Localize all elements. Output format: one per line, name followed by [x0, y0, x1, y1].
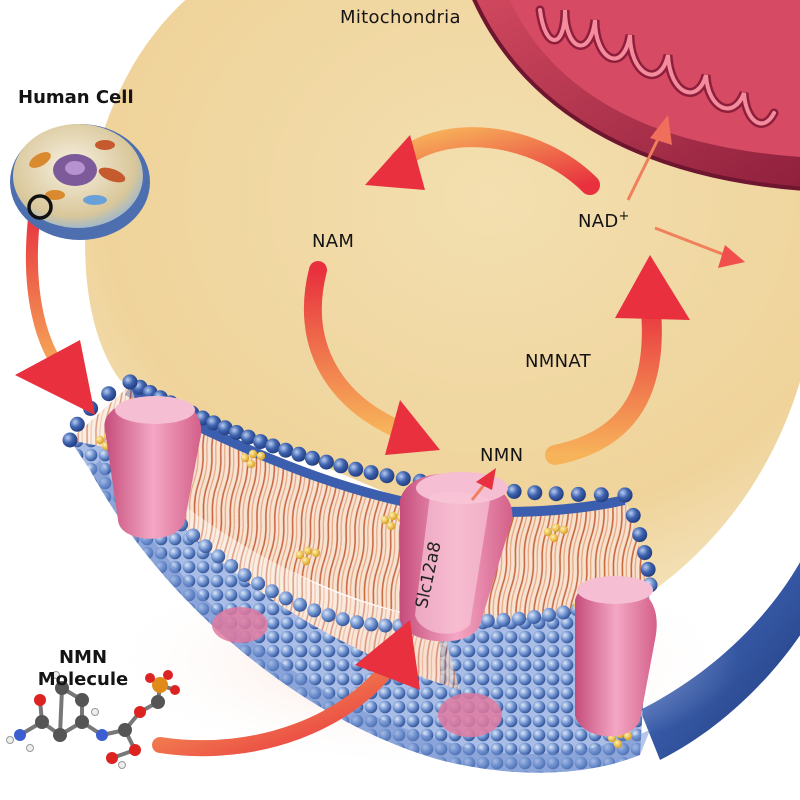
label-human-cell: Human Cell [18, 87, 134, 108]
membrane-bead [251, 576, 266, 591]
label-nad-text: NAD [578, 211, 619, 232]
membrane-bead [198, 539, 213, 554]
membrane-protein-left [104, 396, 202, 539]
label-nmnat: NMNAT [525, 351, 591, 372]
membrane-bead [363, 465, 379, 481]
membrane-bead [379, 468, 395, 484]
membrane-bead [527, 610, 542, 624]
membrane-bead [62, 432, 78, 448]
cholesterol-bead [301, 556, 311, 566]
membrane-bead [506, 483, 522, 499]
membrane-bead [542, 607, 556, 622]
membrane-bead [291, 446, 307, 462]
membrane-bead [224, 559, 239, 573]
membrane-bead [333, 458, 349, 474]
membrane-bead [217, 420, 233, 436]
membrane-bead [480, 613, 495, 628]
cholesterol-bead [549, 533, 559, 543]
membrane-bead [593, 487, 609, 503]
slc12a8-transporter [400, 472, 513, 642]
membrane-bead [548, 486, 564, 502]
cholesterol-bead [388, 511, 398, 521]
arrow-cell-to-membrane [15, 204, 95, 415]
cholesterol-bead [386, 521, 396, 531]
arrow-molecule-to-transporter [152, 620, 420, 757]
arrow-nad-to-right [654, 226, 745, 268]
membrane-bead [527, 485, 543, 501]
membrane-bead [293, 597, 307, 612]
membrane-bead [632, 527, 648, 543]
cholesterol-bead [551, 523, 561, 533]
cholesterol-bead [380, 515, 390, 525]
arrow-transporter-to-nmn [470, 468, 496, 501]
membrane-bead [240, 429, 256, 445]
membrane-bead [264, 584, 279, 599]
membrane-bead [278, 442, 294, 458]
membrane-bead [206, 415, 222, 431]
cholesterol-bead [559, 525, 569, 535]
mitochondrion [472, 0, 800, 191]
membrane-bead [101, 386, 117, 402]
cholesterol-bead [256, 451, 266, 461]
cholesterol-bead [311, 548, 321, 558]
membrane-bead [395, 471, 411, 487]
membrane-bead [307, 603, 322, 618]
membrane-bead [122, 374, 138, 390]
cholesterol-bead [95, 435, 105, 445]
arrow-nmn-to-nad [545, 255, 690, 465]
surface-protein [438, 693, 502, 737]
surface-protein [212, 607, 268, 643]
label-nad: NAD+ [578, 209, 630, 233]
membrane-bead [640, 561, 656, 577]
membrane-bead [511, 611, 526, 626]
cholesterol-bead [295, 550, 305, 560]
label-nmn: NMN [480, 445, 524, 466]
membrane-bead [253, 434, 268, 450]
membrane-bead [321, 608, 336, 623]
membrane-bead [348, 461, 364, 477]
membrane-bead [278, 591, 293, 606]
membrane-bead [570, 486, 586, 502]
membrane-bead [378, 618, 393, 633]
membrane-bead [364, 617, 379, 632]
cholesterol-bead [240, 453, 250, 463]
arrow-nad-to-nam [365, 127, 600, 195]
membrane-bead [556, 605, 571, 620]
membrane-bead [304, 450, 320, 466]
arrow-nam-to-nmn [303, 261, 440, 455]
membrane-bead [625, 507, 641, 523]
membrane-bead [350, 615, 364, 630]
cholesterol-bead [613, 739, 623, 749]
membrane-protein-right [575, 576, 657, 737]
label-nmn-molecule-line1: NMN [58, 647, 108, 668]
cytoplasm-region [85, 0, 800, 600]
label-mitochondria: Mitochondria [340, 7, 461, 28]
cholesterol-bead [623, 731, 633, 741]
membrane-bead [186, 528, 201, 543]
membrane-bead [617, 487, 633, 503]
membrane-bead [496, 612, 511, 627]
human-cell-illustration [10, 124, 150, 240]
cholesterol-bead [543, 527, 553, 537]
cholesterol-bead [248, 449, 258, 459]
membrane-bead [335, 612, 350, 627]
membrane-bead [265, 438, 281, 454]
membrane-bead [637, 545, 653, 561]
membrane-bead [229, 425, 244, 440]
arrow-nad-to-mitochondria [626, 115, 672, 201]
label-nam: NAM [312, 231, 355, 252]
label-nad-charge: + [618, 209, 630, 224]
membrane-bead [69, 416, 85, 432]
nmn-molecule-atoms [6, 670, 180, 769]
membrane-bead [211, 549, 226, 564]
cholesterol-bead [246, 459, 256, 469]
membrane-bead [318, 454, 334, 470]
label-nmn-molecule-line2: Molecule [37, 669, 129, 690]
membrane-bead [237, 568, 252, 583]
cholesterol-bead [303, 546, 313, 556]
